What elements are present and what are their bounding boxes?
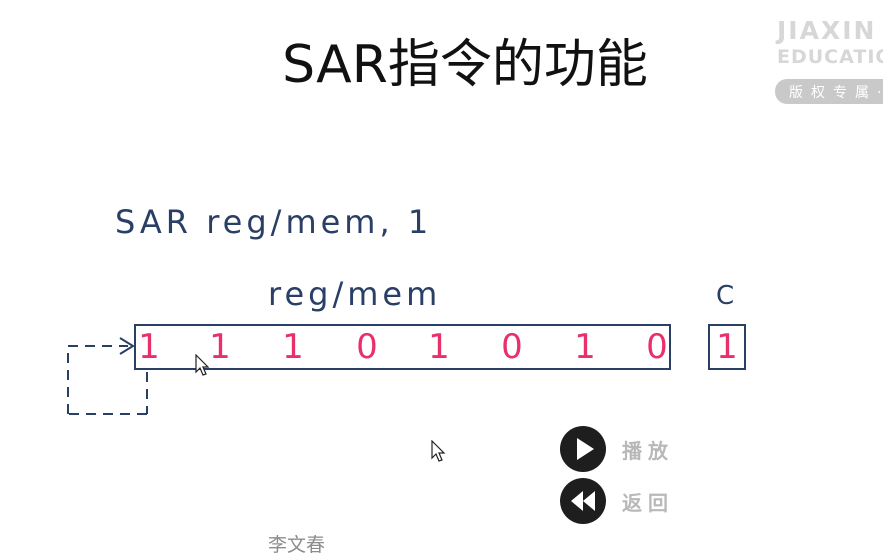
rewind-icon bbox=[560, 478, 606, 524]
mouse-cursor-icon-2 bbox=[431, 440, 446, 462]
instruction-syntax: SAR reg/mem, 1 bbox=[115, 203, 433, 241]
play-label: 播放 bbox=[622, 438, 674, 463]
carry-box bbox=[708, 324, 746, 370]
bit-2: 0 bbox=[501, 327, 523, 367]
back-label: 返回 bbox=[622, 490, 674, 515]
back-button[interactable]: 返回 bbox=[560, 478, 674, 524]
register-box bbox=[134, 324, 671, 370]
bit-3: 1 bbox=[428, 327, 450, 367]
watermark-line1: JIAXIN bbox=[777, 16, 877, 45]
watermark-line3: 版权专属· bbox=[789, 85, 883, 101]
carry-flag-label: C bbox=[716, 281, 735, 311]
mouse-cursor-icon bbox=[195, 354, 210, 376]
watermark: JIAXIN EDUCATION 版权专属· bbox=[775, 16, 883, 111]
bit-7: 1 bbox=[138, 327, 160, 367]
watermark-line2: EDUCATION bbox=[777, 46, 883, 68]
carry-bit: 1 bbox=[716, 327, 738, 367]
bit-0: 0 bbox=[646, 327, 668, 367]
bit-1: 1 bbox=[574, 327, 596, 367]
author-name: 李文春 bbox=[268, 534, 326, 556]
play-button[interactable]: 播放 bbox=[560, 426, 674, 472]
register-label: reg/mem bbox=[268, 275, 442, 313]
bit-6: 1 bbox=[209, 327, 231, 367]
slide-title: SAR指令的功能 bbox=[282, 35, 648, 95]
play-icon bbox=[560, 426, 606, 472]
watermark-pill bbox=[775, 79, 883, 104]
bit-5: 1 bbox=[282, 327, 304, 367]
bit-4: 0 bbox=[356, 327, 378, 367]
